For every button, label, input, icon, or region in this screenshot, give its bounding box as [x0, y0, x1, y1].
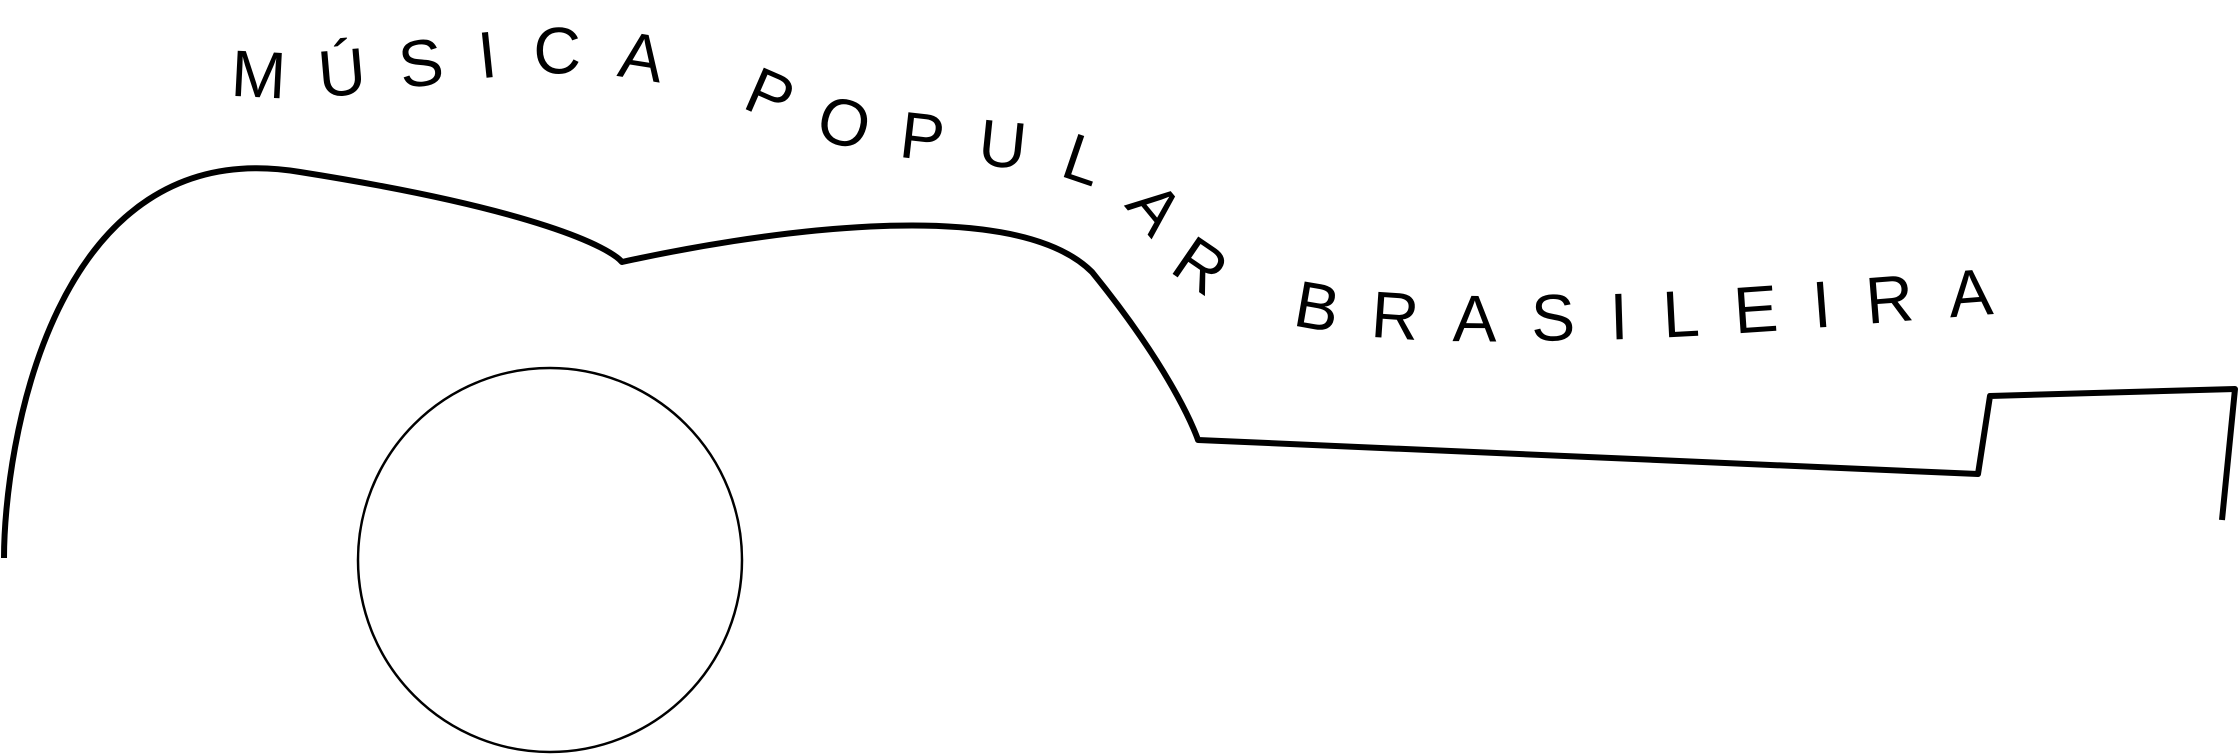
title-text-path: MÚSICA POPULAR BRASILEIRA: [229, 13, 1995, 355]
body-outline: [1, 165, 2238, 559]
wheel-circle: [356, 366, 744, 754]
title-text: MÚSICA POPULAR BRASILEIRA: [229, 13, 1995, 355]
